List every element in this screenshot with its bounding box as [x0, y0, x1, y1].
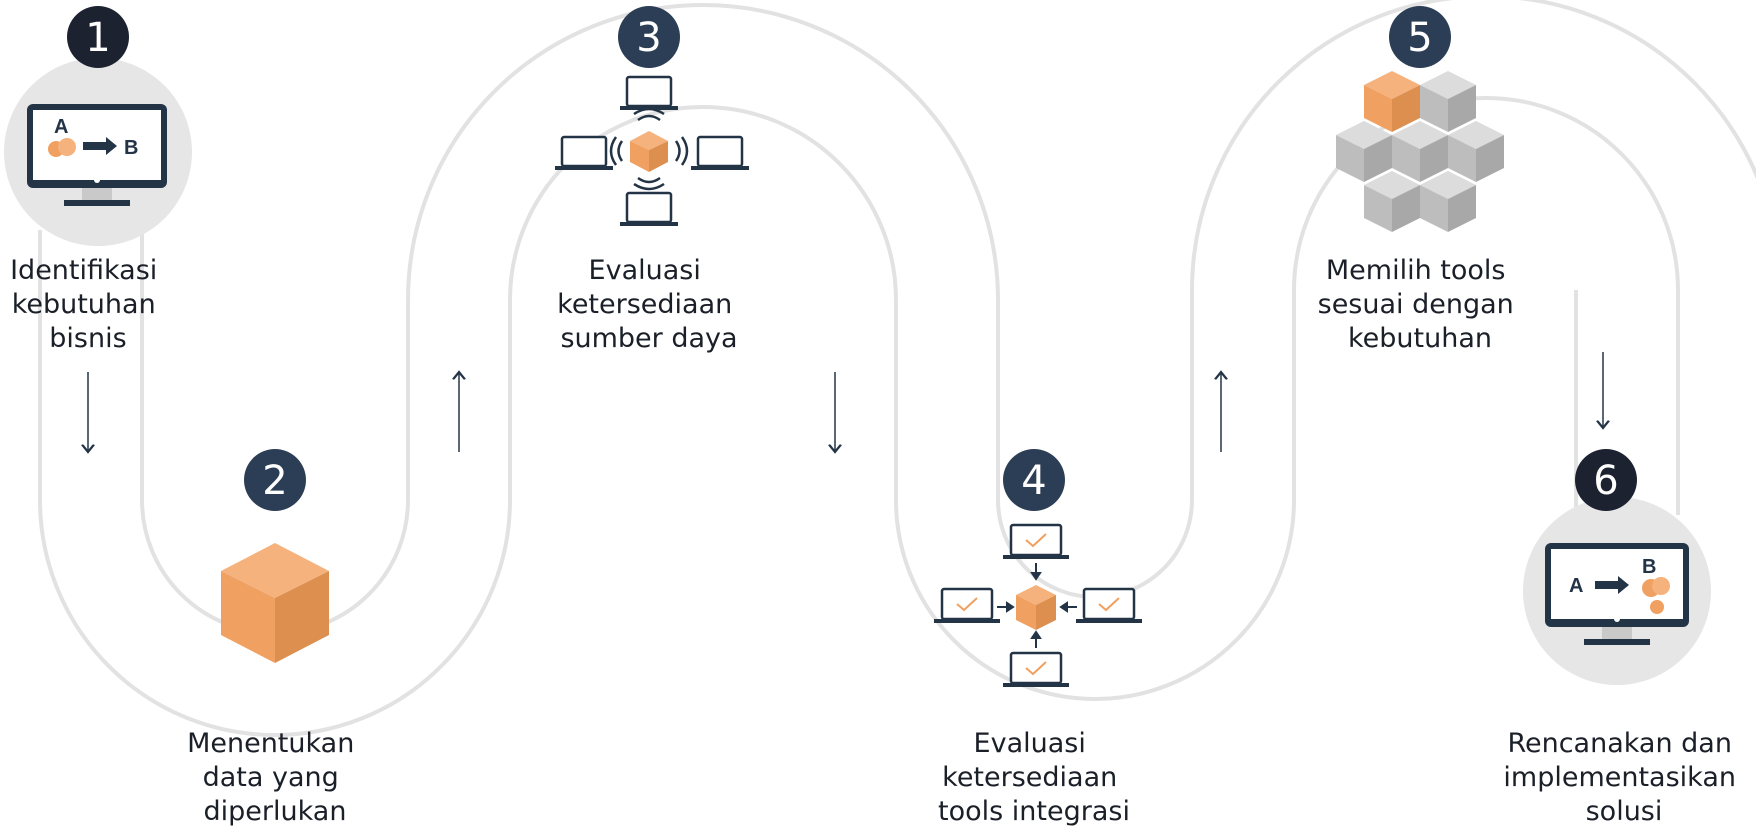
svg-text:A: A	[54, 116, 68, 138]
monitor-a-to-b-icon: A B	[4, 58, 192, 246]
monitor-a-to-b-icon: A B	[1523, 497, 1711, 685]
laptop-check-top	[1003, 523, 1069, 559]
svg-text:A: A	[1569, 575, 1583, 597]
cluster-cube	[1392, 121, 1448, 182]
cluster-cube	[1420, 71, 1476, 132]
cube-cluster-icon	[1336, 71, 1504, 232]
step-number: 5	[1407, 15, 1432, 61]
laptop-check-left	[934, 587, 1000, 623]
step-badge-4: 4	[1003, 449, 1065, 511]
cluster-cube	[1336, 121, 1392, 182]
step-label-1: Identifikasi kebutuhan bisnis	[10, 255, 166, 354]
svg-text:B: B	[124, 137, 138, 159]
direction-arrows	[88, 352, 1603, 452]
step-badge-2: 2	[244, 449, 306, 511]
step-number: 2	[262, 458, 287, 504]
road-inner-edge	[140, 0, 1756, 635]
step-badge-6: 6	[1575, 449, 1637, 511]
step-number: 1	[85, 15, 110, 61]
laptop-check-bottom	[1003, 651, 1069, 687]
wireless-network-icon	[555, 75, 749, 226]
step-badge-1: 1	[67, 6, 129, 68]
step-label-3: Evaluasi ketersediaan sumber daya	[557, 255, 741, 354]
step-number: 3	[636, 15, 661, 61]
step-badge-5: 5	[1389, 6, 1451, 68]
laptop-left	[555, 135, 613, 170]
step-label-2: Menentukan data yang diperlukan	[187, 728, 363, 827]
step-label-4: Evaluasi ketersediaan tools integrasi	[938, 728, 1130, 827]
step-label-6: Rencanakan dan implementasikan solusi	[1503, 728, 1744, 827]
step-number: 4	[1021, 458, 1046, 504]
integration-network-icon	[934, 523, 1142, 687]
laptop-check-right	[1076, 587, 1142, 623]
step-number: 6	[1593, 458, 1618, 504]
cluster-cube	[1420, 171, 1476, 232]
wifi-waves	[609, 107, 689, 191]
step-badge-3: 3	[618, 6, 680, 68]
svg-text:B: B	[1642, 556, 1656, 578]
inward-arrows	[997, 563, 1077, 648]
cube-icon	[221, 543, 329, 663]
laptop-top	[620, 75, 678, 110]
cluster-cube	[1448, 121, 1504, 182]
cluster-cube	[1364, 71, 1420, 132]
laptop-right	[691, 135, 749, 170]
laptop-bottom	[620, 191, 678, 226]
step-label-5: Memilih tools sesuai dengan kebutuhan	[1318, 255, 1523, 354]
cluster-cube	[1364, 171, 1420, 232]
